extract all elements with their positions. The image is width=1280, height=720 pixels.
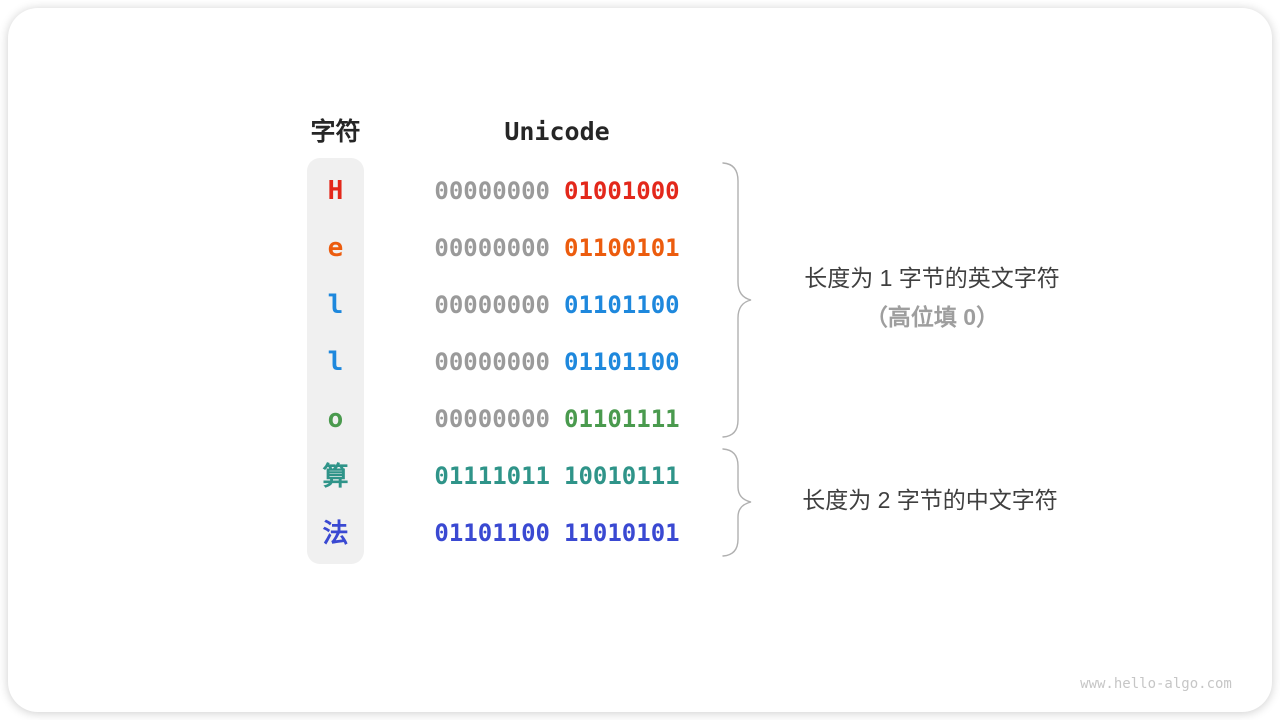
low-byte: 10010111 <box>564 462 680 490</box>
low-byte: 01001000 <box>564 177 680 205</box>
low-byte: 01101111 <box>564 405 680 433</box>
unicode-cell: 01111011 10010111 <box>428 448 686 505</box>
annotation-english-line2: （高位填 0） <box>864 304 1000 330</box>
unicode-cell: 00000000 01100101 <box>428 220 686 277</box>
low-byte: 01101100 <box>564 291 680 319</box>
high-byte: 00000000 <box>434 348 550 376</box>
unicode-cell: 01101100 11010101 <box>428 505 686 562</box>
high-byte: 01111011 <box>434 462 550 490</box>
char-cell: 算 <box>322 461 349 491</box>
char-cell: 法 <box>322 518 349 548</box>
low-byte: 01100101 <box>564 234 680 262</box>
low-byte: 01101100 <box>564 348 680 376</box>
char-column-background <box>307 158 364 564</box>
high-byte: 00000000 <box>434 291 550 319</box>
column-header-char: 字符 <box>310 118 361 146</box>
char-cell: o <box>327 404 344 434</box>
high-byte: 00000000 <box>434 405 550 433</box>
high-byte: 01101100 <box>434 519 550 547</box>
annotation-chinese-line1: 长度为 2 字节的中文字符 <box>802 487 1058 513</box>
high-byte: 00000000 <box>434 177 550 205</box>
annotation-english-line1: 长度为 1 字节的英文字符 <box>804 265 1060 291</box>
char-cell: e <box>327 233 344 263</box>
low-byte: 11010101 <box>564 519 680 547</box>
unicode-cell: 00000000 01101100 <box>428 334 686 391</box>
high-byte: 00000000 <box>434 234 550 262</box>
watermark-url: www.hello-algo.com <box>1080 676 1232 692</box>
figure-card <box>8 8 1272 712</box>
unicode-cell: 00000000 01101100 <box>428 277 686 334</box>
column-header-unicode: Unicode <box>504 117 610 146</box>
char-cell: l <box>327 347 344 377</box>
unicode-cell: 00000000 01101111 <box>428 391 686 448</box>
char-cell: H <box>327 176 344 206</box>
char-cell: l <box>327 290 344 320</box>
unicode-cell: 00000000 01001000 <box>428 163 686 220</box>
